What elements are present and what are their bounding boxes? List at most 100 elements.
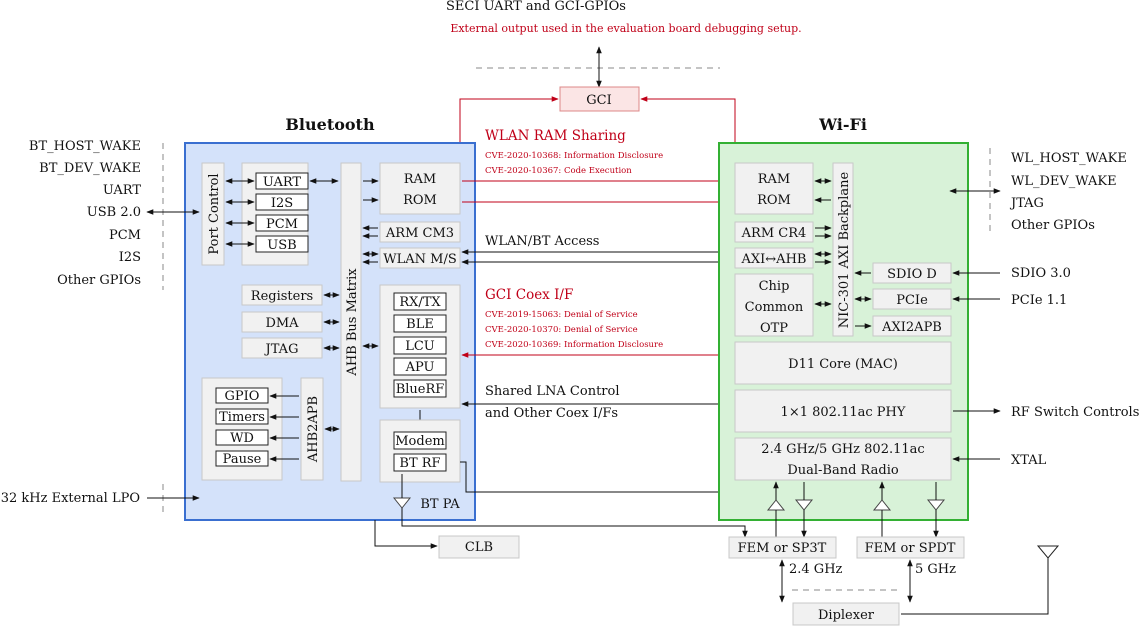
bt-port-list: UART I2S PCM USB — [255, 172, 309, 253]
wifi-d11-core: D11 Core (MAC) — [734, 341, 952, 385]
right-ext-pcie: PCIe 1.1 — [1011, 293, 1067, 308]
wifi-axi-ahb-label: AXI↔AHB — [741, 252, 807, 267]
bt-apb-timers: Timers — [219, 410, 265, 425]
port-control-block: Port Control — [201, 162, 225, 266]
ahb2apb-label: AHB2APB — [306, 396, 321, 463]
bt-apb-gpio: GPIO — [225, 389, 260, 404]
right-signal-list: WL_HOST_WAKE WL_DEV_WAKE JTAG Other GPIO… — [1009, 151, 1127, 233]
bt-port-uart: UART — [263, 175, 302, 190]
right-ext-xtal: XTAL — [1011, 453, 1047, 468]
bt-dma: DMA — [265, 316, 299, 331]
bt-modem-rf: Modem BT RF — [393, 431, 447, 472]
bt-core-list: RX/TX BLE LCU APU BlueRF — [393, 292, 447, 398]
bt-wlan-ms: WLAN M/S — [379, 247, 461, 269]
port-control-label: Port Control — [207, 173, 222, 254]
fem-right-block: FEM or SPDT — [856, 536, 965, 559]
clb-label: CLB — [465, 540, 493, 555]
fem-left-label: FEM or SP3T — [738, 541, 827, 556]
wifi-arm-cr4: ARM CR4 — [734, 221, 814, 243]
fem-right-label: FEM or SPDT — [865, 541, 956, 556]
bt-port-usb: USB — [267, 238, 296, 253]
wifi-phy-label: 1×1 802.11ac PHY — [781, 405, 906, 420]
bt-core-apu: APU — [405, 360, 435, 375]
cve-coex-3: CVE-2020-10369: Information Disclosure — [485, 340, 663, 350]
gci-coex-label: GCI Coex I/F — [485, 287, 573, 303]
wifi-axi-ahb: AXI↔AHB — [734, 247, 814, 269]
wifi-rom-label: ROM — [757, 193, 791, 208]
cve-coex-1: CVE-2019-15063: Denial of Service — [485, 310, 638, 320]
diplexer-block: Diplexer — [792, 602, 900, 626]
bt-wlan-ms-label: WLAN M/S — [383, 252, 457, 267]
wifi-sdio: SDIO D — [872, 262, 952, 284]
band-24-label: 2.4 GHz — [789, 562, 843, 577]
bt-peripherals: Registers DMA JTAG — [241, 284, 323, 359]
bt-port-pcm: PCM — [266, 217, 298, 232]
wifi-title: Wi-Fi — [818, 115, 867, 134]
wifi-chip-2: Common — [745, 300, 804, 315]
bt-arm-label: ARM CM3 — [385, 226, 454, 241]
left-signal-bt-host-wake: BT_HOST_WAKE — [29, 139, 141, 154]
bt-rom-label: ROM — [403, 193, 437, 208]
bt-title: Bluetooth — [285, 115, 375, 134]
wifi-pcie-label: PCIe — [896, 293, 928, 308]
right-signal-wl-dev-wake: WL_DEV_WAKE — [1011, 174, 1117, 189]
gci-block: GCI — [559, 86, 640, 112]
wifi-pcie: PCIe — [872, 288, 952, 310]
cve-ram-1: CVE-2020-10368: Information Disclosure — [485, 151, 663, 161]
right-signal-other-gpios: Other GPIOs — [1011, 218, 1095, 233]
wifi-chip-common: Chip Common OTP — [734, 273, 814, 337]
lpo-label: 32 kHz External LPO — [1, 491, 140, 506]
nic-backplane: NIC-301 AXI Backplane — [832, 162, 854, 337]
ahb-bus-matrix-label: AHB Bus Matrix — [345, 268, 360, 377]
bt-arm-cm3: ARM CM3 — [379, 221, 461, 243]
bt-apb-list: GPIO Timers WD Pause — [215, 387, 269, 467]
wifi-axi2apb-label: AXI2APB — [881, 320, 942, 335]
bt-btrf: BT RF — [399, 456, 440, 471]
wifi-chip-1: Chip — [759, 279, 790, 294]
wifi-axi2apb: AXI2APB — [872, 315, 952, 337]
wifi-radio-2: Dual-Band Radio — [787, 463, 899, 478]
wifi-d11-label: D11 Core (MAC) — [788, 357, 898, 372]
bt-pa-label: BT PA — [420, 497, 460, 512]
other-coex-label: and Other Coex I/Fs — [485, 406, 618, 421]
left-signal-other-gpios: Other GPIOs — [57, 273, 141, 288]
nic-backplane-label: NIC-301 AXI Backplane — [837, 171, 852, 328]
left-signal-i2s: I2S — [119, 250, 141, 265]
bt-core-rxtx: RX/TX — [399, 295, 441, 310]
right-signal-jtag: JTAG — [1009, 196, 1044, 211]
fem-left-block: FEM or SP3T — [728, 536, 837, 559]
wifi-ram-rom: RAM ROM — [734, 162, 814, 215]
left-signal-usb: USB 2.0 — [87, 205, 141, 220]
bt-core-bluerf: BlueRF — [396, 382, 445, 397]
wifi-phy: 1×1 802.11ac PHY — [734, 389, 952, 433]
top-subtitle: External output used in the evaluation b… — [450, 22, 801, 35]
shared-lna-label: Shared LNA Control — [485, 384, 620, 399]
ahb-bus-matrix: AHB Bus Matrix — [340, 162, 362, 482]
bt-core-ble: BLE — [406, 317, 434, 332]
right-signal-wl-host-wake: WL_HOST_WAKE — [1011, 151, 1127, 166]
bt-ram-label: RAM — [404, 172, 437, 187]
bt-apb-wd: WD — [230, 431, 254, 446]
antenna-icon — [901, 545, 1060, 615]
band-5-label: 5 GHz — [915, 562, 956, 577]
wlan-bt-access-label: WLAN/BT Access — [485, 234, 599, 249]
left-signal-pcm: PCM — [109, 228, 141, 243]
clb-block: CLB — [438, 535, 520, 559]
bt-modem: Modem — [395, 434, 444, 449]
ahb2apb-block: AHB2APB — [300, 377, 324, 481]
bt-jtag: JTAG — [264, 342, 299, 357]
bt-apb-pause: Pause — [223, 452, 262, 467]
wifi-radio-1: 2.4 GHz/5 GHz 802.11ac — [761, 442, 924, 457]
bt-pa: BT PA — [392, 497, 460, 512]
bt-core-lcu: LCU — [405, 339, 435, 354]
diplexer-label: Diplexer — [818, 608, 875, 623]
right-ext-sdio: SDIO 3.0 — [1011, 266, 1071, 281]
bt-registers: Registers — [251, 289, 313, 304]
cve-ram-2: CVE-2020-10367: Code Execution — [485, 166, 632, 176]
top-title: SECI UART and GCI-GPIOs — [446, 0, 626, 14]
gci-label: GCI — [586, 93, 611, 108]
wifi-chip-3: OTP — [760, 321, 788, 336]
wifi-radio: 2.4 GHz/5 GHz 802.11ac Dual-Band Radio — [734, 437, 952, 481]
wifi-ram-label: RAM — [758, 172, 791, 187]
